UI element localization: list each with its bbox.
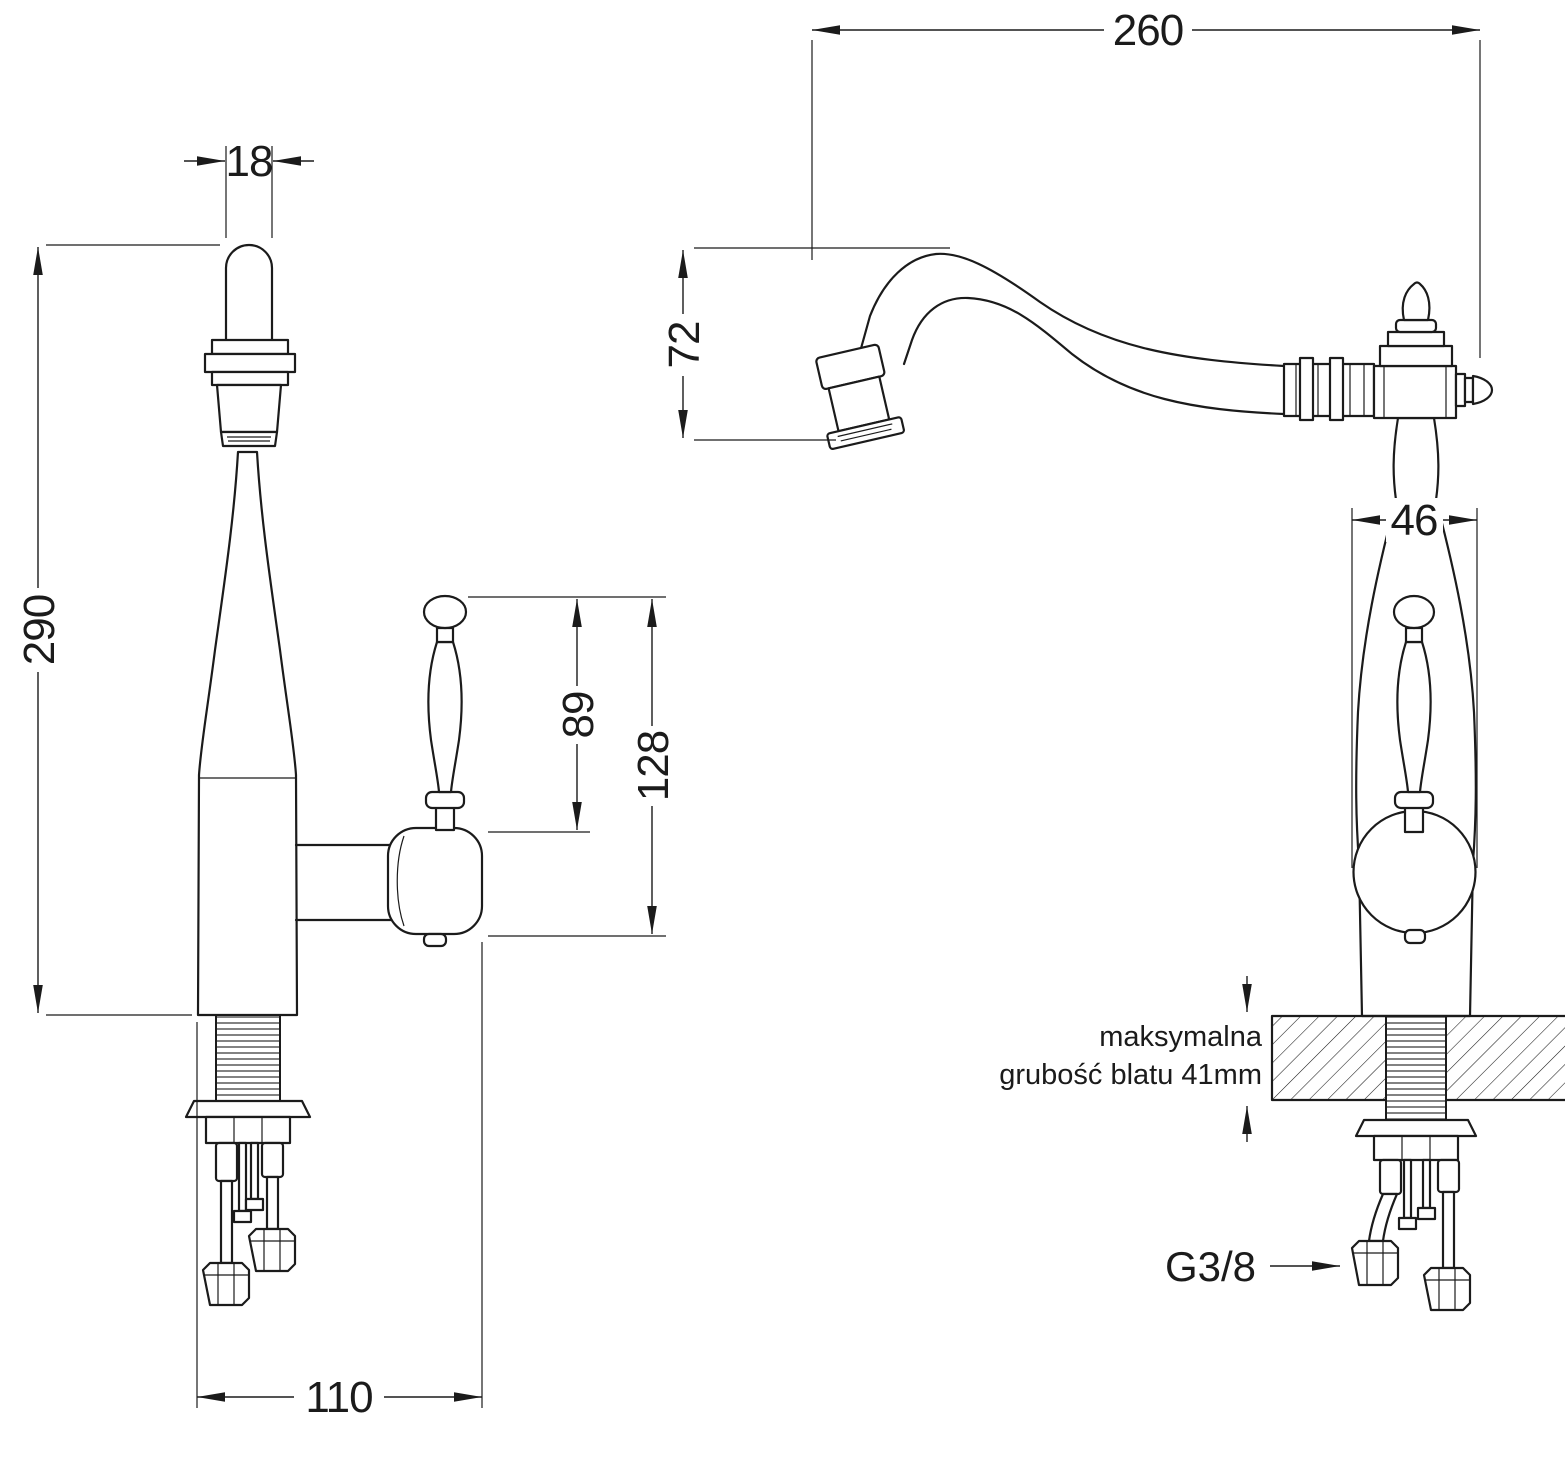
dimension-spout-drop: 72 — [660, 247, 950, 441]
dimension-handle-total-height: 128 — [488, 599, 678, 937]
dim-label-260: 260 — [1113, 6, 1183, 55]
dimension-handle-height: 89 — [468, 596, 666, 833]
spout-front — [858, 252, 1286, 416]
handle-front — [1352, 594, 1477, 945]
dim-label-46: 46 — [1391, 496, 1438, 545]
aerator-front — [815, 343, 905, 450]
countertop-note: maksymalna grubość blatu 41mm — [999, 976, 1263, 1142]
dimension-body-diameter: 46 — [1351, 496, 1478, 868]
handle-side — [294, 594, 484, 948]
dimension-total-height: 290 — [14, 244, 220, 1016]
aerator-side — [215, 383, 283, 448]
dim-label-128: 128 — [629, 731, 678, 801]
handle-knob-front — [1392, 594, 1436, 630]
faucet-body-side — [196, 450, 299, 1017]
mounting-shank-front — [1385, 1015, 1447, 1121]
front-view — [815, 252, 1565, 1312]
spout-collar-rings — [1282, 356, 1376, 422]
dim-label-110: 110 — [305, 1373, 372, 1422]
dim-label-89: 89 — [554, 692, 603, 739]
dimension-spout-reach: 260 — [811, 6, 1481, 358]
dim-label-290: 290 — [15, 595, 64, 665]
supply-hoses-side — [201, 1141, 297, 1307]
dimension-base-depth: 110 — [196, 942, 483, 1422]
side-knob — [1454, 372, 1467, 408]
thread-size-callout: G3/8 — [1165, 1243, 1340, 1290]
dimension-spout-tip-diameter: 18 — [184, 137, 314, 238]
mounting-shank-side — [184, 1014, 312, 1145]
supply-hoses-front — [1350, 1158, 1472, 1312]
countertop-slab — [1270, 1014, 1565, 1162]
counter-note-line2: grubość blatu 41mm — [999, 1059, 1262, 1091]
handle-knob-side — [422, 594, 468, 630]
dim-label-72: 72 — [660, 322, 709, 369]
counter-note-line1: maksymalna — [1099, 1021, 1263, 1053]
spout-side — [203, 243, 297, 387]
finial — [1401, 281, 1431, 322]
dim-label-g38: G3/8 — [1165, 1243, 1256, 1290]
side-view — [184, 243, 484, 1307]
dim-label-18: 18 — [226, 137, 273, 186]
